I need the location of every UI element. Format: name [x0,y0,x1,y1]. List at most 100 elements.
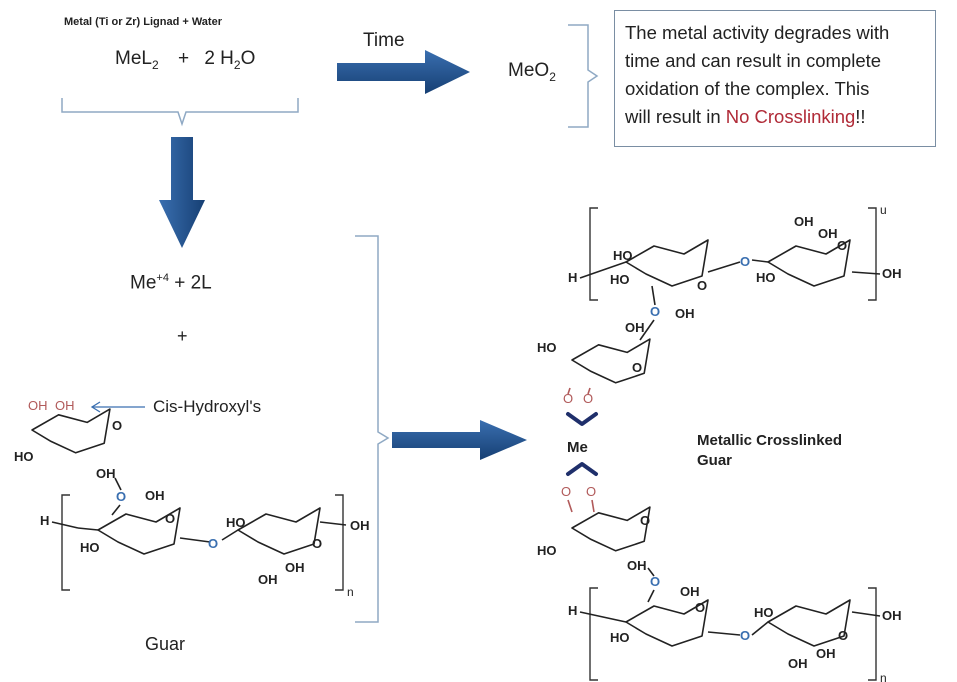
reaction-header: Metal (Ti or Zr) Lignad + Water [64,16,222,28]
top-main-ring-2 [767,239,851,287]
reactant-water: 2 H [204,48,234,69]
guar-h-link [51,521,79,529]
bottom-side-link-1 [647,567,655,577]
guar-side-ho: HO [14,449,34,464]
top-side-oh: OH [625,320,645,335]
ligand-count: + 2L [168,272,212,294]
top-side-ring [571,338,651,384]
top-r2-oh-2: OH [818,226,838,241]
bottom-polymer-bracket [589,587,877,681]
guar-glyco-1 [179,537,211,543]
crosslinked-label-line-1: Metallic Crosslinked [697,432,843,449]
note-line-4: will result in No Crosslinking!! [625,103,925,131]
top-side-link-2 [639,319,655,341]
guar-label: Guar [145,634,186,654]
guar-h: H [40,513,49,528]
me-chevron-top [566,412,598,426]
cis-oh-2: OH [55,398,75,413]
guar-r2-ho: HO [226,515,246,530]
top-main-ring-1 [625,239,709,287]
guar-main-ring-1 [97,507,181,555]
guar-polymer-bracket [61,494,344,591]
top-r2-ring-o: O [837,238,847,253]
bottom-side-oh: OH [627,558,647,573]
top-u-subscript: u [880,203,887,217]
bottom-h: H [568,603,577,618]
time-label: Time [363,30,405,51]
me-chevron-bottom [566,462,598,476]
bottom-cis-o-2: O [586,484,596,499]
crosslinked-label-line-2: Guar [697,452,733,469]
bottom-r2-ring-o: O [838,628,848,643]
bottom-glyco-2 [751,621,769,636]
cis-hydroxyl-label: Cis-Hydroxyl's [153,397,262,416]
product-meo-subscript: 2 [549,69,556,84]
bottom-side-ring-o: O [640,513,650,528]
bottom-r1-ho: HO [610,630,630,645]
guar-side-ring [31,408,111,454]
reactant-plus: + [177,48,190,69]
bottom-glyco-1 [707,631,741,636]
metal-ion-equation: Me+4 + 2L [130,272,212,294]
top-side-ho: HO [537,340,557,355]
reactant-water-o: O [240,48,256,69]
guar-r1-ho: HO [80,540,100,555]
guar-n-subscript: n [347,585,354,599]
time-arrow [337,50,470,94]
top-side-link-1 [651,285,656,306]
bottom-glyco-o: O [740,628,750,643]
bottom-side-ho: HO [537,543,557,558]
note-line-1: The metal activity degrades with [625,22,890,43]
top-end-link [851,271,881,275]
glycosidic-bonds [51,259,881,636]
guar-side-link-2 [111,504,121,516]
metal-ion: Me [130,272,157,294]
guar-end-link [319,521,347,526]
top-h: H [568,270,577,285]
guar-glyco-o: O [208,536,218,551]
bottom-r2-oh-1: OH [788,656,808,671]
bottom-r2-oh-end: OH [882,608,902,623]
oxidation-note-box: The metal activity degrades with time an… [614,10,936,147]
guar-r1-ring-o: O [165,511,175,526]
bottom-r1-ring-o: O [695,600,705,615]
top-r2-oh-1: OH [794,214,814,229]
bottom-r2-oh-2: OH [816,646,836,661]
guar-r2-oh-end: OH [350,518,370,533]
product-meo: MeO [508,60,550,81]
bottom-cis-bond-1 [567,499,573,513]
bottom-n-subscript: n [880,671,887,682]
crosslink-arrow [392,420,527,460]
top-side-ring-o: O [632,360,642,375]
no-crosslinking-text: No Crosslinking [725,106,856,127]
top-cis-o-2: O [583,391,593,406]
top-r1-ring-o: O [697,278,707,293]
guar-r1-oh: OH [145,488,165,503]
bottom-side-ring [571,506,651,552]
top-cis-bond-2 [587,387,591,395]
top-cis-o-1: O [563,391,573,406]
guar-side-link-o: O [116,489,126,504]
top-r1-ho: HO [613,248,633,263]
dissociation-plus: + [177,326,188,346]
bottom-end-link [851,611,881,617]
note-line-4-post: !! [855,106,866,127]
down-arrow [159,137,205,248]
sugar-rings [31,239,851,647]
reactant-mel-subscript: 2 [151,57,159,72]
top-polymer-bracket [589,207,877,301]
bottom-side-link-o: O [650,574,660,589]
top-r1-oh: OH [675,306,695,321]
mixture-bracket [355,235,390,623]
guar-main-ring-2 [237,507,321,555]
bottom-main-ring-2 [767,599,851,647]
guar-h-bond [77,527,99,531]
product-meo2: MeO2 [508,60,556,84]
guar-side-ring-o: O [112,418,122,433]
reactant-brace [61,98,299,127]
top-glyco-o: O [740,254,750,269]
note-line-3: oxidation of the complex. This [625,78,870,99]
top-side-link-o: O [650,304,660,319]
